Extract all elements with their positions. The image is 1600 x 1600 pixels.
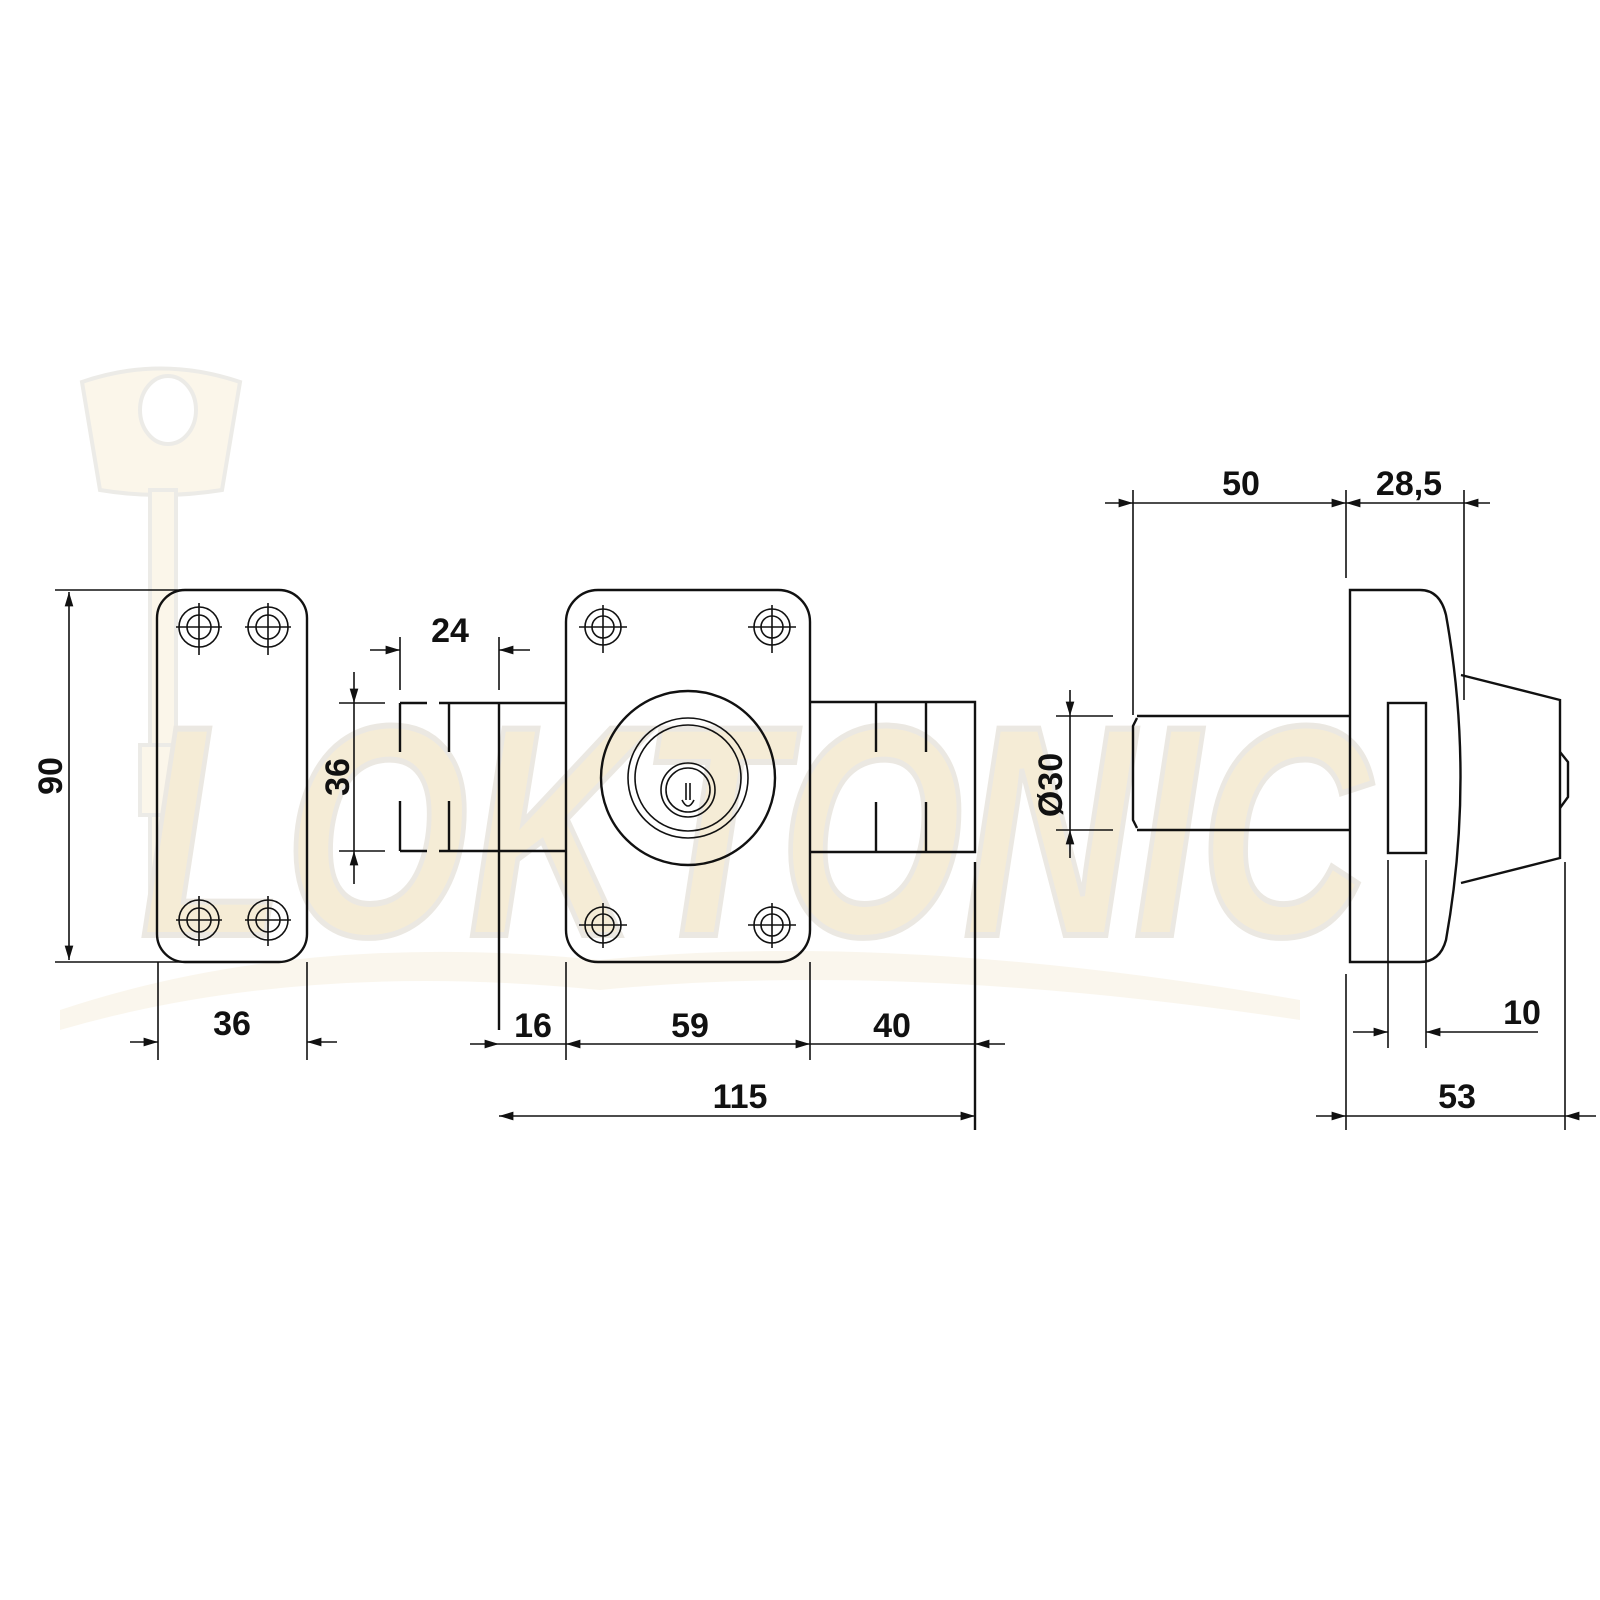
- dimension-bolt-height-36: 36: [319, 672, 385, 884]
- cone-housing: [1460, 673, 1562, 885]
- dimension-top-chain: 50 28,5: [1105, 465, 1490, 715]
- svg-text:115: 115: [713, 1078, 768, 1116]
- screw-hole-icon: [748, 605, 796, 653]
- screw-hole-icon: [245, 896, 291, 946]
- dimension-overall-115: 115: [499, 1078, 975, 1121]
- dimension-50: 50: [1222, 465, 1260, 503]
- screw-hole-icon: [748, 903, 796, 948]
- lock-case-outline: [564, 588, 812, 964]
- key-watermark-icon: [79, 366, 243, 932]
- screw-hole-icon: [176, 896, 222, 946]
- dimension-16: 16: [514, 1007, 552, 1045]
- keeper-plate-view: 90 36: [32, 588, 337, 1060]
- screw-hole-icon: [579, 903, 627, 948]
- dimension-chain-bottom: 16 59 40: [470, 962, 1005, 1060]
- svg-text:53: 53: [1438, 1078, 1476, 1116]
- dimension-height-90: 90: [32, 589, 187, 963]
- svg-text:10: 10: [1503, 994, 1541, 1032]
- keeper-plate-outline: [155, 588, 309, 964]
- svg-text:90: 90: [32, 757, 70, 795]
- svg-text:Ø30: Ø30: [1032, 753, 1070, 817]
- bolt-housing-right: [810, 700, 977, 1130]
- dimension-28-5: 28,5: [1376, 465, 1442, 503]
- cylinder-shaft: [1131, 714, 1350, 832]
- cylinder-icon: [599, 689, 777, 867]
- plate-slot: [1386, 701, 1428, 855]
- side-view: 50 28,5 Ø30 10 53: [1032, 465, 1596, 1130]
- screw-hole-icon: [176, 603, 222, 655]
- screw-hole-icon: [579, 605, 627, 653]
- dimension-overall-53: 53: [1316, 862, 1596, 1130]
- watermark: LOKTONIC: [60, 366, 1376, 1030]
- bolt-housing-left: [439, 701, 566, 1030]
- diameter-symbol: Ø: [1032, 791, 1070, 817]
- lock-body-view: 24 36 16 59 40 115: [319, 588, 1005, 1130]
- dimension-40: 40: [873, 1007, 911, 1045]
- dimension-width-36: 36: [130, 962, 337, 1060]
- dimension-59: 59: [671, 1007, 709, 1045]
- svg-text:36: 36: [213, 1005, 251, 1043]
- bolt-slot-left: [398, 701, 451, 853]
- watermark-reflection: [60, 951, 1300, 1030]
- screw-hole-icon: [245, 603, 291, 655]
- cap-nub: [1559, 751, 1570, 809]
- flange-body: [1348, 588, 1462, 964]
- dimension-diameter-30: Ø30: [1032, 690, 1113, 858]
- svg-text:24: 24: [431, 612, 469, 650]
- dimension-bolt-width-24: 24: [370, 612, 530, 690]
- dimension-plate-10: 10: [1353, 860, 1541, 1048]
- svg-text:36: 36: [319, 758, 357, 796]
